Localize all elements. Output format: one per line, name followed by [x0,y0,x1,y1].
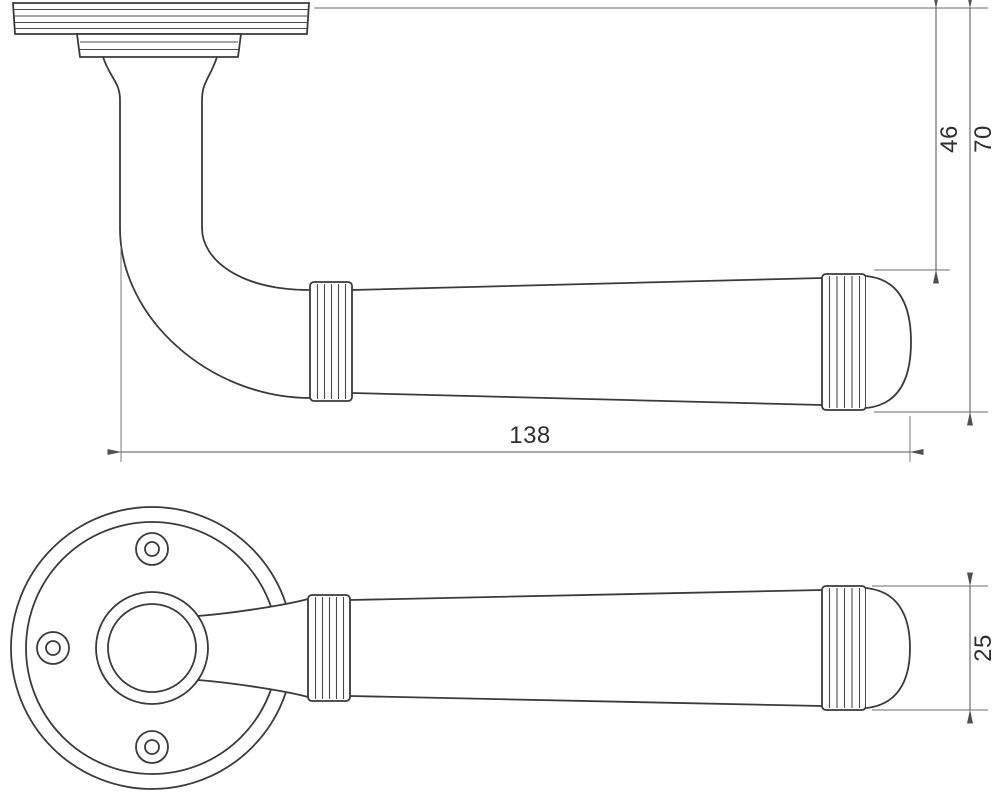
dim-25-label: 25 [970,634,997,662]
reeded-band-outer-lines [828,276,861,408]
lever-elbow-side [119,227,311,399]
end-cap-plan [865,587,911,709]
dim-46-label: 46 [936,125,963,153]
reeded-band-outer-plan [821,585,867,711]
lever-hub-plan [95,591,209,705]
reeded-band-inner-side [309,281,353,402]
dimension-46: 46 [933,0,963,284]
reeded-band-outer-side [821,273,867,411]
lever-grip-plan [349,589,823,707]
lever-grip-side [351,277,823,406]
dimension-138: 138 [107,422,924,455]
dim-70-label: 70 [970,125,997,153]
reeded-band-inner-plan-lines [314,597,345,699]
dimension-25: 25 [967,572,997,724]
plan-view [10,506,911,790]
dim-138-label: 138 [509,422,551,449]
rose-collar-lines [80,41,238,51]
dimension-70: 70 [967,0,997,426]
lever-neck-plan [197,598,309,698]
screw-hole-top [135,532,169,566]
dimension-annotations: 46 70 138 25 [107,0,997,724]
reeded-band-inner-lines [316,284,347,399]
side-view [12,2,912,411]
rose-flange-side [12,2,310,35]
rose-collar-side [75,33,243,58]
screw-hole-bottom [135,730,169,764]
reeded-band-inner-plan [307,594,351,702]
screw-hole-left [36,631,70,665]
end-cap-side [865,275,912,409]
lever-neck-side [102,56,218,229]
rose-flange-reed-lines [14,8,308,30]
reeded-band-outer-plan-lines [828,588,861,708]
